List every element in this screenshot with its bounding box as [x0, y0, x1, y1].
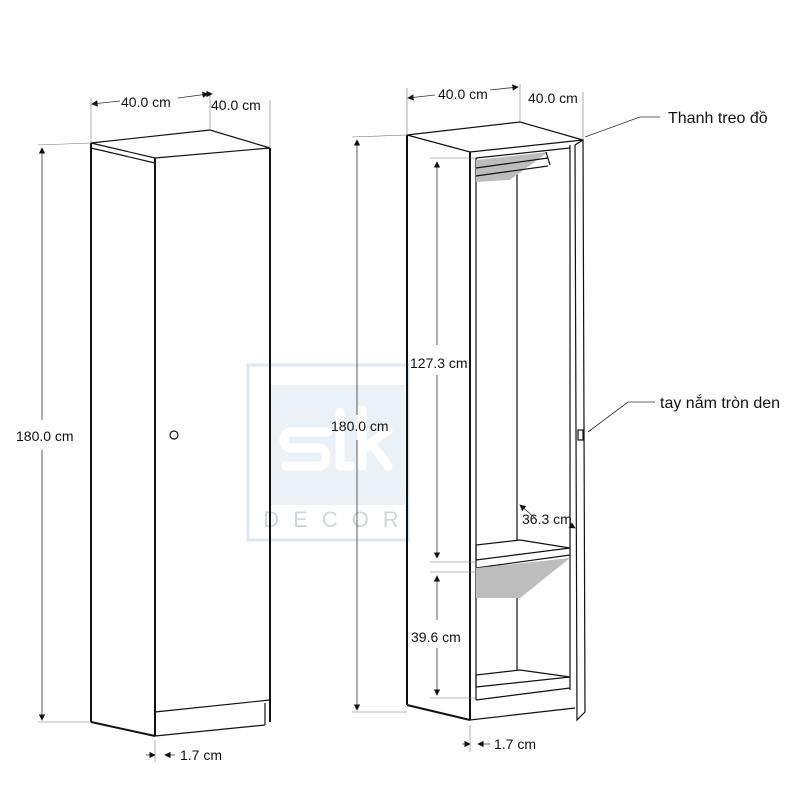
hanging-rail-callout: Thanh treo đồ [668, 110, 768, 127]
right-dimensions: 40.0 cm 40.0 cm 180.0 cm 127.3 cm 39.6 c… [331, 84, 584, 752]
watermark-logo [279, 405, 393, 471]
lower-compartment-label: 39.6 cm [411, 629, 461, 645]
upper-compartment-label: 127.3 cm [410, 355, 468, 371]
left-dimensions: 40.0 cm 40.0 cm 180.0 cm 1.7 cm [16, 90, 271, 763]
right-depth-label: 40.0 cm [528, 90, 578, 106]
left-plinth-label: 1.7 cm [180, 747, 222, 763]
shelf-depth-label: 36.3 cm [522, 511, 572, 527]
right-width-label: 40.0 cm [438, 86, 488, 102]
hanging-rail [475, 157, 549, 169]
right-cabinet [406, 121, 586, 722]
door-knob-icon [169, 430, 179, 440]
round-handle-icon [577, 429, 584, 441]
right-height-label: 180.0 cm [331, 418, 389, 434]
callouts: Thanh treo đồ tay nắm tròn den [584, 110, 780, 433]
left-depth-label: 40.0 cm [211, 97, 261, 113]
left-width-label: 40.0 cm [121, 94, 171, 110]
left-cabinet [90, 129, 271, 737]
watermark: DECOR [246, 363, 412, 542]
watermark-text: DECOR [263, 507, 412, 532]
round-handle-callout: tay nắm tròn den [660, 393, 780, 412]
right-plinth-label: 1.7 cm [494, 736, 536, 752]
left-height-label: 180.0 cm [16, 428, 74, 444]
